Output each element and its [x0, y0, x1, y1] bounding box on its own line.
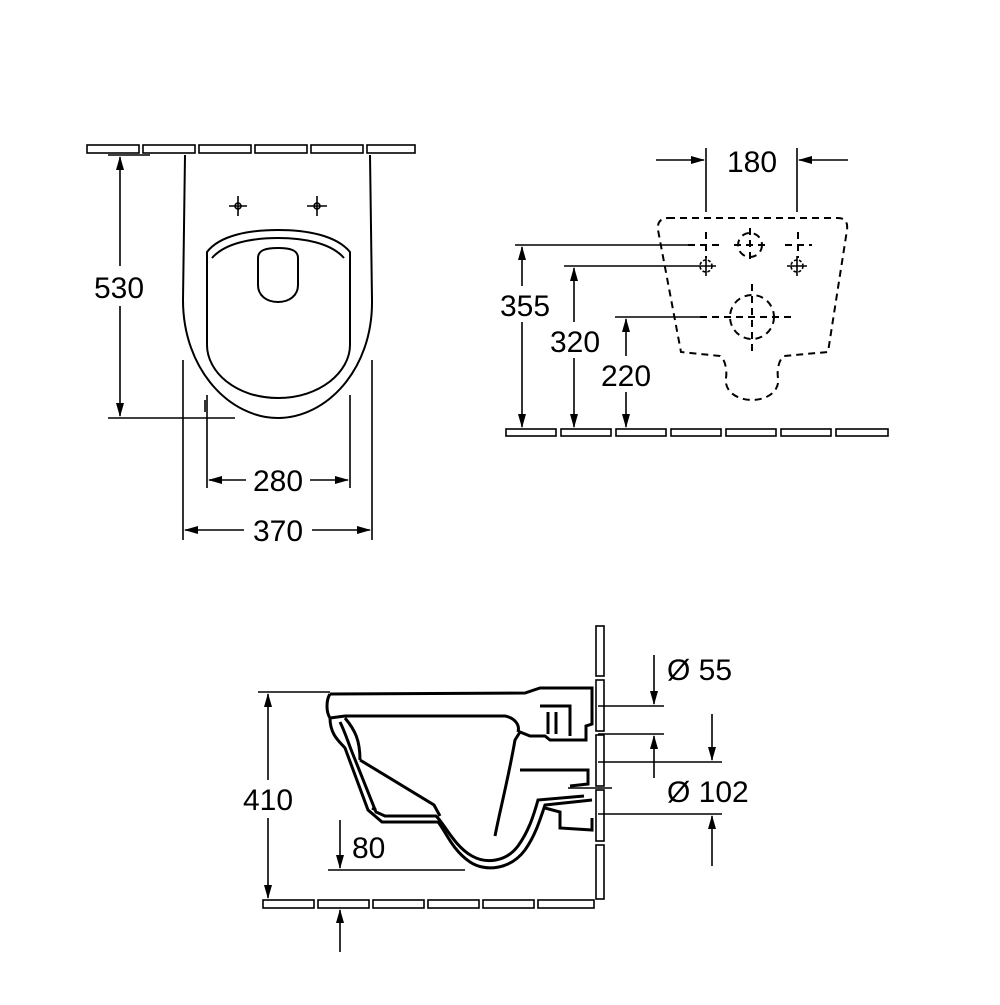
- side-view-bowl: [328, 717, 593, 870]
- bolt-left-icon: [696, 256, 716, 276]
- back-view-floor: [505, 428, 889, 437]
- dim-label-diameter-55: Ø 55: [667, 654, 732, 687]
- side-view: Ø 55 Ø 102 410 80: [236, 625, 749, 952]
- fixing-cross-icon: [229, 196, 247, 216]
- dim-label-diameter-102: Ø 102: [667, 776, 749, 809]
- dim-label-410: 410: [243, 784, 293, 817]
- side-view-bowl-inner: [343, 717, 362, 761]
- side-view-pedestal: [359, 758, 442, 817]
- side-view-outer-shell: [329, 686, 594, 837]
- fixing-cross-icon: [307, 196, 327, 216]
- outlet-cross-icon: [700, 284, 792, 356]
- top-view-flush-opening: [257, 246, 299, 304]
- dim-label-355: 355: [500, 290, 550, 323]
- side-view-rim-top: [325, 693, 520, 733]
- side-view-floor: [262, 899, 595, 909]
- top-view-wall: [86, 144, 416, 154]
- top-view-bowl-outline: [181, 154, 374, 420]
- top-view-seat-inner: [211, 236, 345, 259]
- dim-label-370: 370: [253, 515, 303, 548]
- dim-label-80: 80: [352, 832, 385, 865]
- bolt-right-icon: [787, 256, 807, 276]
- top-view-seat-rim: [206, 228, 351, 400]
- back-view: 180 355 320 220: [494, 146, 889, 437]
- side-view-bowl-inner-line: [338, 721, 585, 863]
- dim-label-320: 320: [550, 326, 600, 359]
- inlet-cross-icon: [734, 228, 766, 264]
- fixing-cross-icon: [688, 232, 812, 258]
- dim-label-530: 530: [94, 272, 144, 305]
- top-view: 530 280 370: [86, 144, 416, 548]
- dim-label-180: 180: [727, 146, 777, 179]
- dim-label-220: 220: [601, 360, 651, 393]
- dim-label-280: 280: [253, 465, 303, 498]
- side-view-inlet: [540, 704, 572, 736]
- side-view-outlet: [520, 768, 594, 832]
